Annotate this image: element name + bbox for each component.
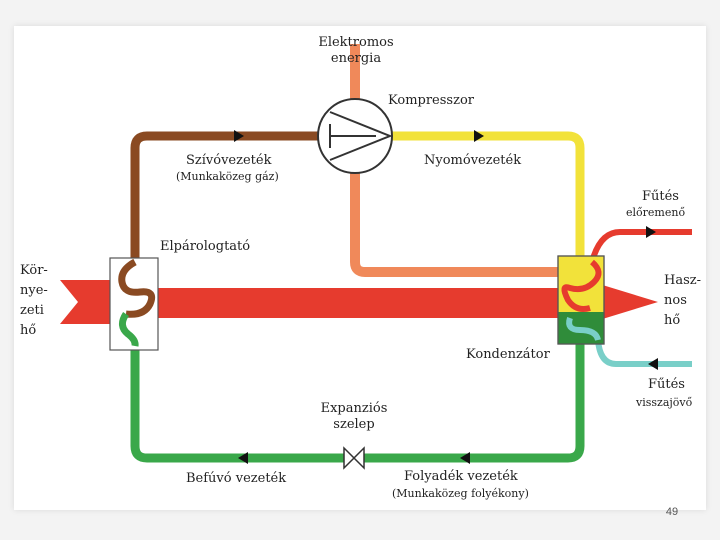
ambient-heat-label-2: nye- <box>20 283 48 298</box>
injection-line-label: Befúvó vezeték <box>186 471 286 486</box>
liquid-line-sublabel: (Munkaközeg folyékony) <box>392 487 529 500</box>
suction-line <box>130 131 320 262</box>
suction-arrow <box>234 130 244 142</box>
compressor-hot-line <box>350 172 575 277</box>
expansion-valve-label-1: Expanziós <box>321 401 388 416</box>
liquid-line-label: Folyadék vezeték <box>404 469 518 484</box>
useful-heat-label-2: nos <box>664 293 687 308</box>
condenser-coil-red <box>561 259 602 312</box>
evaporator-label: Elpárologtató <box>160 239 250 254</box>
liquid-arrow <box>460 452 470 464</box>
heat-flow-arrow <box>60 272 658 332</box>
suction-line-label: Szívóvezeték <box>186 153 272 168</box>
heating-supply-label: Fűtés <box>642 189 679 204</box>
evaporator-coil-brown <box>118 258 156 318</box>
compressor-label: Kompresszor <box>388 93 475 108</box>
return-arrow <box>648 358 658 370</box>
heating-return-sublabel: visszajövő <box>635 396 693 409</box>
ambient-heat-label-4: hő <box>20 323 36 338</box>
injection-arrow <box>238 452 248 464</box>
pressure-line <box>392 131 585 262</box>
condenser-label: Kondenzátor <box>466 347 551 362</box>
expansion-valve-symbol <box>343 446 365 470</box>
expansion-valve-label-2: szelep <box>333 417 374 432</box>
heating-return-label: Fűtés <box>648 377 685 392</box>
electric-energy-label-1: Elektromos <box>318 35 393 50</box>
heating-return-pipe <box>595 339 692 367</box>
electric-energy-label-2: energia <box>331 51 381 66</box>
heating-supply-sublabel: előremenő <box>626 206 685 219</box>
heating-supply-pipe <box>589 229 692 263</box>
page-number: 49 <box>665 506 679 518</box>
suction-line-sublabel: (Munkaközeg gáz) <box>176 170 279 183</box>
condenser-coil-cyan <box>566 317 601 341</box>
liquid-line <box>364 340 585 463</box>
supply-arrow <box>646 226 656 238</box>
injection-line <box>130 345 344 463</box>
ambient-heat-label-1: Kör- <box>20 263 48 278</box>
pressure-line-label: Nyomóvezeték <box>424 153 521 168</box>
pressure-arrow <box>474 130 484 142</box>
useful-heat-label-3: hő <box>664 313 680 328</box>
useful-heat-label-1: Hasz- <box>664 273 701 288</box>
ambient-heat-label-3: zeti <box>20 303 44 318</box>
evaporator-coil-green <box>119 312 139 347</box>
